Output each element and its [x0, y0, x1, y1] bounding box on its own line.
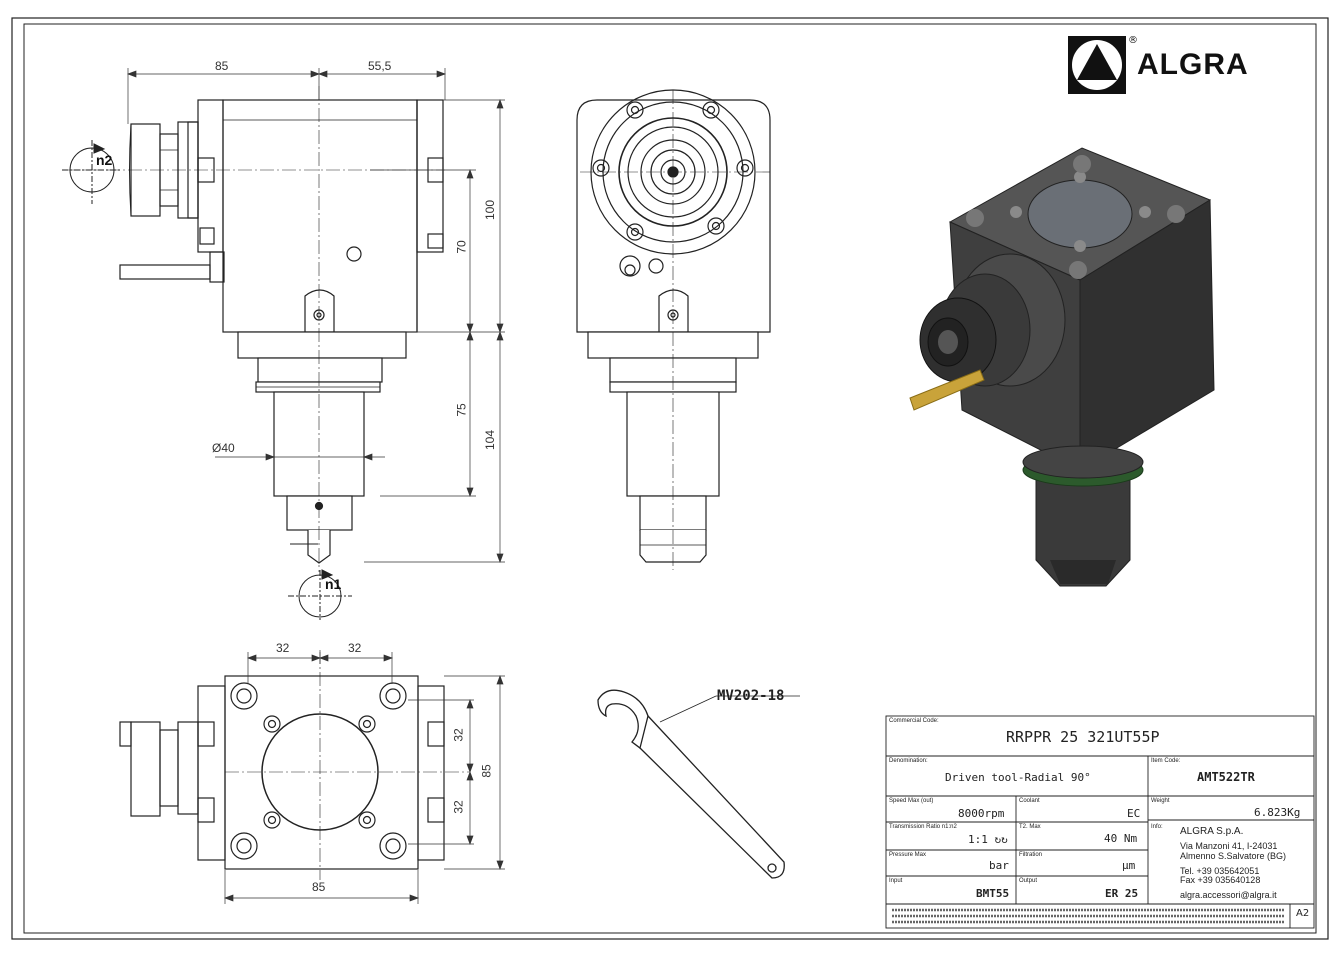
info-label: Info:	[1151, 824, 1163, 830]
speed-label: Speed Max (out)	[889, 798, 934, 804]
pressure-label: Pressure Max	[889, 852, 927, 858]
dim-bottom-width: 85	[312, 880, 326, 894]
item-code-label: Item Code:	[1151, 758, 1181, 764]
coolant-value: EC	[1127, 807, 1141, 820]
company-address-2: Almenno S.Salvatore (BG)	[1180, 851, 1287, 861]
dim-height-center: 70	[454, 240, 469, 254]
sheet-size: A2	[1296, 908, 1310, 919]
dim-spacing-vertical-top: 32	[451, 728, 466, 742]
side-view	[62, 86, 445, 572]
output-value: ER 25	[1105, 887, 1139, 900]
dim-spacing-vertical-bottom: 32	[451, 800, 466, 814]
input-value: BMT55	[976, 887, 1010, 900]
dim-shank-total: 104	[483, 429, 498, 451]
dim-width-left: 85	[215, 59, 229, 73]
dim-bottom-height: 85	[479, 764, 494, 778]
dim-spacing-right: 32	[348, 641, 362, 655]
weight-label: Weight	[1151, 798, 1170, 804]
front-view	[576, 89, 771, 570]
dim-spacing-left: 32	[276, 641, 290, 655]
side-view-dimensions	[127, 68, 505, 563]
dim-shank-length: 75	[454, 403, 469, 417]
commercial-code-label: Commercial Code:	[889, 718, 939, 724]
item-code: AMT522TR	[1197, 770, 1255, 784]
inner-border	[23, 23, 1317, 934]
isometric-render	[909, 147, 1215, 587]
rotation-label-n2: n2	[96, 152, 113, 168]
company-email[interactable]: algra.accessori@algra.it	[1180, 890, 1277, 900]
output-label: Output	[1019, 878, 1038, 884]
outer-border	[11, 17, 1329, 940]
company-tel: Tel. +39 035642051	[1180, 866, 1260, 876]
denomination-label: Denomination:	[889, 758, 928, 764]
algra-logo	[1068, 36, 1126, 94]
ratio-label: Transmission Ratio n1:n2	[889, 824, 957, 830]
weight-value: 6.823Kg	[1254, 806, 1301, 819]
torque-value: 40 Nm	[1104, 832, 1138, 845]
company-name: ALGRA S.p.A.	[1180, 826, 1244, 837]
rotation-label-n1: n1	[325, 576, 342, 592]
dim-height-total: 100	[483, 199, 498, 221]
dim-width-right: 55,5	[368, 59, 392, 73]
company-fax: Fax +39 035640128	[1180, 875, 1261, 885]
pressure-value: bar	[989, 859, 1009, 872]
speed-value: 8000rpm	[958, 807, 1005, 820]
ratio-value: 1:1 ↻↻	[968, 833, 1008, 846]
denomination: Driven tool-Radial 90°	[945, 771, 1091, 784]
bottom-view-dimensions	[224, 652, 505, 904]
dim-diameter: Ø40	[212, 441, 235, 455]
commercial-code: RRPPR 25 321UT55P	[1006, 728, 1160, 746]
filtration-value: µm	[1122, 859, 1136, 872]
rotation-symbol-n2	[62, 140, 122, 204]
input-label: Input	[889, 878, 903, 884]
torque-label: T2. Max	[1019, 824, 1041, 830]
wrench-code: MV202-18	[717, 688, 785, 704]
rotation-symbol-n1	[288, 569, 352, 620]
filtration-label: Filtration	[1019, 852, 1043, 858]
registered-mark: ®	[1128, 35, 1138, 46]
hook-wrench	[597, 689, 800, 879]
company-address-1: Via Manzoni 41, I-24031	[1180, 841, 1278, 851]
coolant-label: Coolant	[1019, 798, 1040, 804]
title-block-grid	[885, 715, 1315, 929]
bottom-view	[119, 650, 470, 880]
brand-name: ALGRA	[1137, 48, 1249, 81]
